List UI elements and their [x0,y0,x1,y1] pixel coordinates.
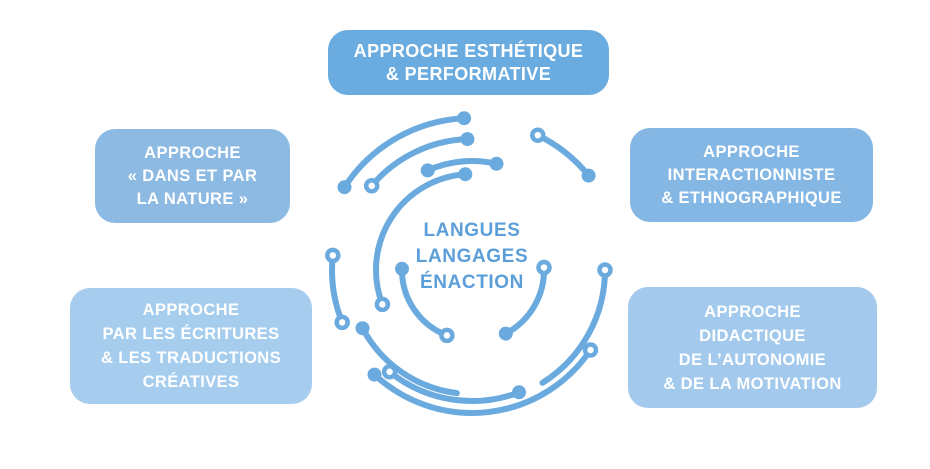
arc-southwest [355,321,460,397]
arc-inner-left [395,261,455,344]
arc-mid-left [373,167,473,313]
arc-west [325,247,350,331]
circuit-arcs-icon [325,111,613,416]
node-approche-dans-et-par-la-nature: APPROCHE « DANS ET PAR LA NATURE » [95,129,290,223]
arc-outer-top-left [337,111,472,195]
arc-inner-right [498,259,552,341]
arc-detached-top-right [530,127,596,183]
arc-east [539,262,613,386]
node-approche-didactique-autonomie-motivation: APPROCHE DIDACTIQUE DE L’AUTONOMIE & DE … [628,287,877,408]
node-approche-ecritures-traductions-creatives: APPROCHE PAR LES ÉCRITURES & LES TRADUCT… [70,288,312,404]
node-approche-esthetique-performative: APPROCHE ESTHÉTIQUE & PERFORMATIVE [328,30,609,95]
node-approche-interactionniste-ethnographique: APPROCHE INTERACTIONNISTE & ETHNOGRAPHIQ… [630,128,873,222]
arc-bottom-inner [381,364,526,404]
arc-top-short [420,156,504,178]
center-title: LANGUES LANGAGES ÉNACTION [415,220,529,293]
arc-north-to-northwest [363,132,475,194]
arc-bottom-large [367,342,599,416]
